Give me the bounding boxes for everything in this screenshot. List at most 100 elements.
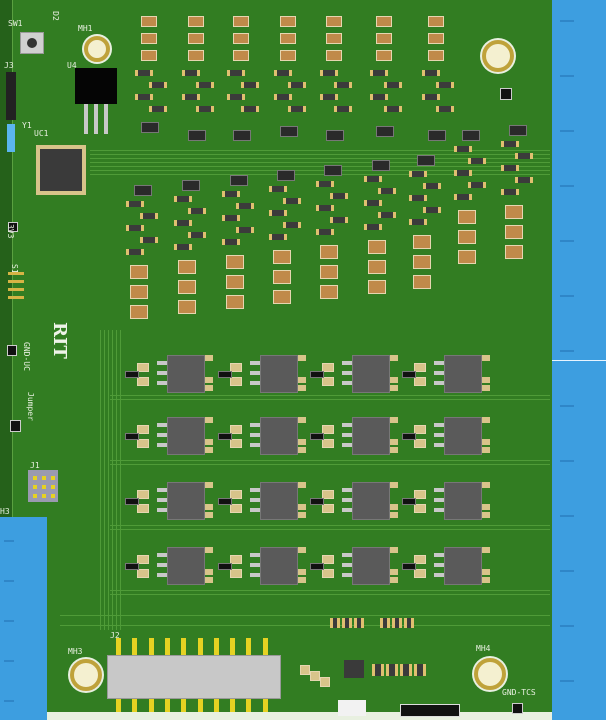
resistor [182,70,200,76]
terminal-slot [560,295,574,297]
trace [110,594,550,595]
pad [482,385,490,391]
trace [90,170,550,171]
connector-pin [213,696,219,712]
resistor [140,237,158,243]
microcontroller-pads [36,145,86,195]
header-pin [51,494,55,498]
resistor [316,229,334,235]
pad [390,569,398,575]
resistor [149,82,167,88]
pad [298,482,306,488]
ic-pin [250,443,260,447]
ic-pin [434,488,444,492]
capacitor [230,569,242,578]
capacitor [233,50,249,61]
resistor [320,70,338,76]
driver-ic [352,547,390,585]
pad [205,547,213,553]
pad [390,447,398,453]
capacitor [273,270,291,284]
pad [390,577,398,583]
capacitor [376,33,392,44]
capacitor [188,16,204,27]
trace [60,625,550,626]
capacitor [230,555,242,564]
ic-pin [250,573,260,577]
capacitor [414,490,426,499]
capacitor [322,569,334,578]
label-gnd-tcs: GND-TCS [502,688,536,697]
pad [482,512,490,518]
ic-pin [342,498,352,502]
usb-connector[interactable] [338,700,366,716]
capacitor [376,50,392,61]
ic-pin [157,573,167,577]
resistor [400,664,412,676]
label-j2: J2 [110,631,120,640]
resistor [354,618,364,628]
resistor [222,191,240,197]
capacitor [300,665,310,675]
resistor [174,196,192,202]
ic-pin [342,381,352,385]
label-j1: J1 [30,461,40,470]
ic-pin [434,498,444,502]
connector-pin [116,638,121,656]
header-pin [51,485,55,489]
connector-pin [181,696,187,712]
ic-pin [434,443,444,447]
resistor [454,146,472,152]
capacitor [428,33,444,44]
sot-transistor [462,130,480,141]
capacitor [280,16,296,27]
capacitor [230,439,242,448]
resistor [274,94,292,100]
trace [104,330,105,630]
label-d2: D2 [50,11,60,21]
pad [298,355,306,361]
ic-pin [250,563,260,567]
trace [60,615,550,616]
connector-pin [262,638,268,656]
resistor [241,82,259,88]
resistor [330,618,340,628]
resistor [126,225,144,231]
header-j3[interactable] [6,72,16,120]
capacitor [178,260,196,274]
ic-pin [434,381,444,385]
capacitor [368,280,386,294]
pad [205,482,213,488]
ic-pin [434,573,444,577]
capacitor [458,210,476,224]
resistor [422,94,440,100]
sot-transistor [372,160,390,171]
resistor [370,70,388,76]
resistor [364,200,382,206]
resistor [283,198,301,204]
connector-pin [148,638,154,656]
diode [125,563,139,570]
capacitor [137,490,149,499]
pad [298,377,306,383]
driver-ic [167,417,205,455]
ic-pin [434,553,444,557]
driver-ic [444,547,482,585]
regulator-pin [94,104,98,134]
resistor [515,177,533,183]
pad [482,417,490,423]
ic-pin [157,563,167,567]
ic-pin [250,361,260,365]
ic-pin [250,371,260,375]
ic-pin [434,563,444,567]
resistor [380,618,390,628]
trace [108,330,109,630]
resistor [236,203,254,209]
driver-ic [260,417,298,455]
reset-switch-sw1[interactable] [20,32,44,54]
capacitor [458,250,476,264]
resistor [269,186,287,192]
connector-j2[interactable] [107,655,281,699]
pin-header[interactable] [400,704,460,717]
ic-pin [342,423,352,427]
